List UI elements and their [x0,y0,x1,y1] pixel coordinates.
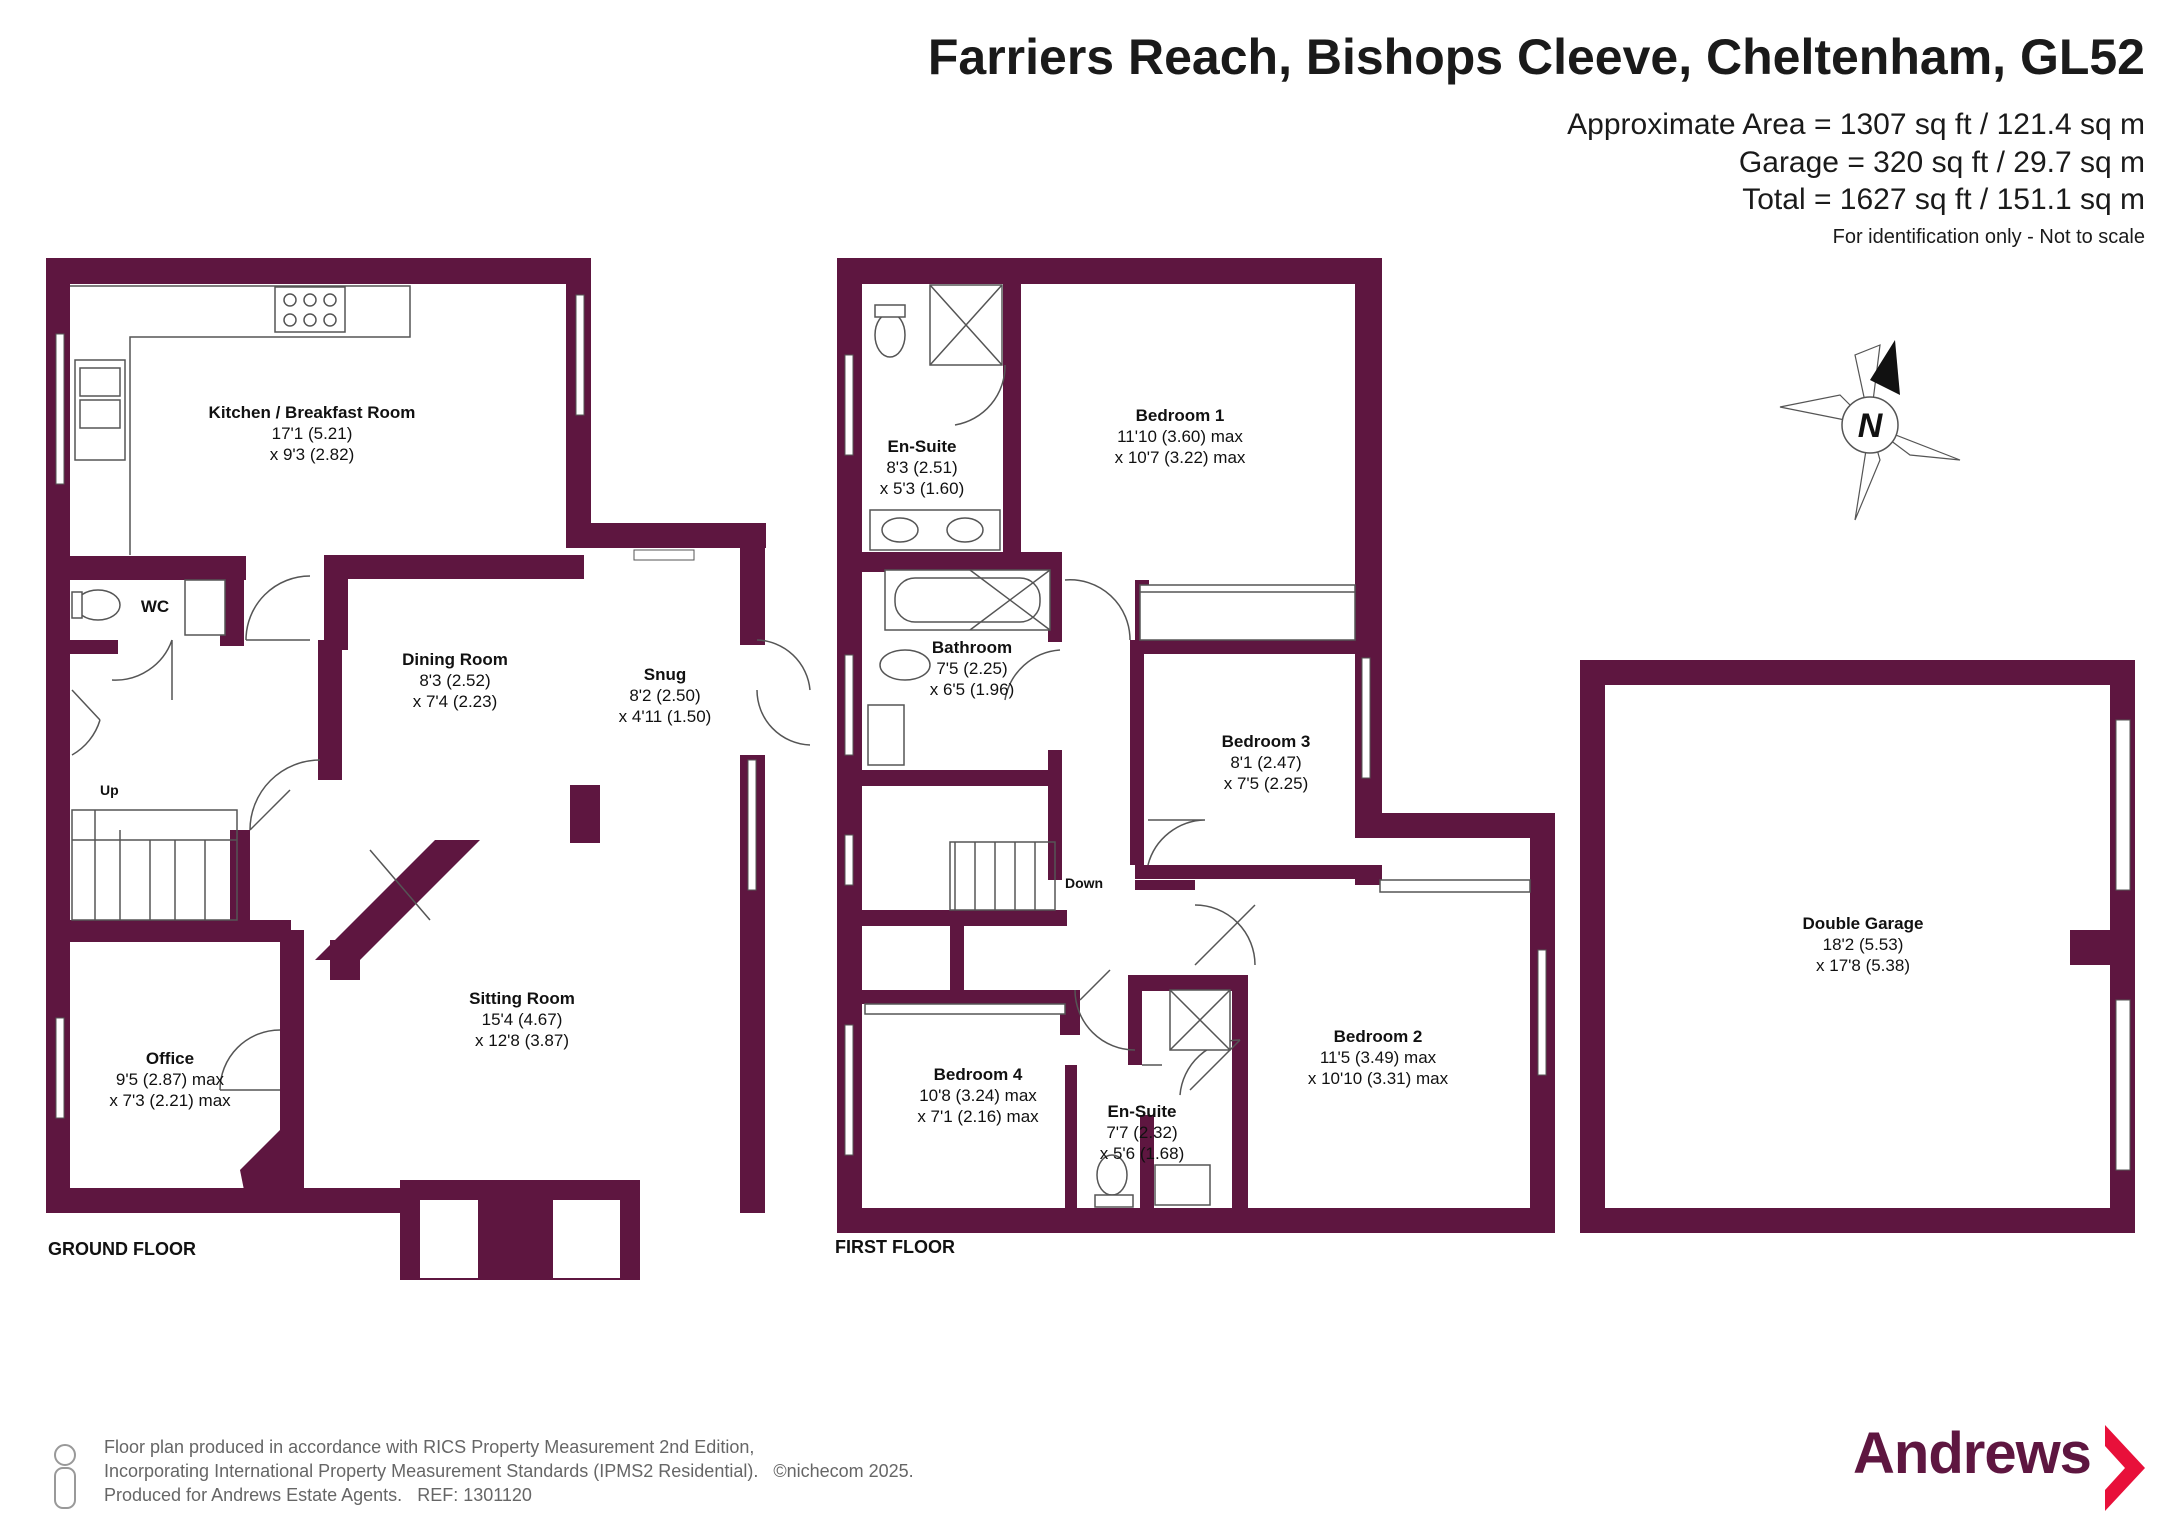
compass: N [1779,340,1961,521]
footer-line2: Incorporating International Property Mea… [104,1461,759,1481]
garage-plan [1580,660,2135,1233]
bathroom-name: Bathroom [932,638,1012,657]
bedroom1-name: Bedroom 1 [1136,406,1225,425]
footer-ref: REF: 1301120 [417,1485,532,1505]
brand-chevron-icon [2105,1425,2145,1511]
bedroom4-dim1: 10'8 (3.24) max [919,1086,1037,1105]
garage-dim1: 18'2 (5.53) [1823,935,1904,954]
total-area: Total = 1627 sq ft / 151.1 sq m [1742,183,2145,216]
ground-floor-label: GROUND FLOOR [48,1239,196,1259]
person-icon [54,1444,76,1509]
bedroom4-name: Bedroom 4 [934,1065,1023,1084]
bedroom3-dim1: 8'1 (2.47) [1230,753,1301,772]
ensuite2-dim2: x 5'6 (1.68) [1100,1144,1185,1163]
dining-name: Dining Room [402,650,508,669]
stairs-down-label: Down [1065,875,1103,891]
footer-line1: Floor plan produced in accordance with R… [104,1437,755,1457]
first-floor-stairs [949,841,1056,911]
wc-name: WC [141,597,169,616]
ensuite1-name: En-Suite [888,437,957,456]
dining-dim2: x 7'4 (2.23) [413,692,498,711]
stairs-up-label: Up [100,782,119,798]
approximate-area: Approximate Area = 1307 sq ft / 121.4 sq… [1567,108,2145,141]
bedroom3-dim2: x 7'5 (2.25) [1224,774,1309,793]
bedroom2-dim1: 11'5 (3.49) max [1320,1048,1437,1067]
garage-dim2: x 17'8 (5.38) [1816,956,1910,975]
bedroom4-dim2: x 7'1 (2.16) max [917,1107,1039,1126]
ensuite2-name: En-Suite [1108,1102,1177,1121]
kitchen-name: Kitchen / Breakfast Room [209,403,416,422]
compass-north-label: N [1858,407,1884,445]
bedroom1-dim2: x 10'7 (3.22) max [1115,448,1246,467]
bathroom-dim2: x 6'5 (1.96) [930,680,1015,699]
footer-text: Floor plan produced in accordance with R… [104,1435,914,1507]
garage-area: Garage = 320 sq ft / 29.7 sq m [1738,146,2145,179]
ground-floor-plan [46,258,811,1280]
first-floor-label: FIRST FLOOR [835,1237,955,1257]
snug-dim2: x 4'11 (1.50) [619,707,712,726]
kitchen-dim2: x 9'3 (2.82) [270,445,355,464]
bedroom2-name: Bedroom 2 [1334,1027,1423,1046]
snug-dim1: 8'2 (2.50) [629,686,700,705]
dining-dim1: 8'3 (2.52) [419,671,490,690]
sitting-dim2: x 12'8 (3.87) [475,1031,569,1050]
bedroom1-dim1: 11'10 (3.60) max [1117,427,1243,446]
garage-name: Double Garage [1803,914,1924,933]
page-title: Farriers Reach, Bishops Cleeve, Cheltenh… [927,29,2145,85]
bedroom3-name: Bedroom 3 [1222,732,1311,751]
ensuite1-dim2: x 5'3 (1.60) [880,479,965,498]
ensuite1-dim1: 8'3 (2.51) [886,458,957,477]
first-floor-plan [837,258,1555,1233]
sitting-name: Sitting Room [469,989,575,1008]
kitchen-dim1: 17'1 (5.21) [272,424,353,443]
office-dim1: 9'5 (2.87) max [116,1070,225,1089]
footer-line3: Produced for Andrews Estate Agents. [104,1485,403,1505]
brand-logo-text: Andrews [1853,1421,2092,1486]
ground-floor-stairs [71,809,238,921]
footer-copyright: ©nichecom 2025. [773,1461,914,1481]
office-dim2: x 7'3 (2.21) max [109,1091,231,1110]
sitting-dim1: 15'4 (4.67) [482,1010,563,1029]
bathroom-dim1: 7'5 (2.25) [936,659,1007,678]
ensuite2-dim1: 7'7 (2.32) [1106,1123,1177,1142]
disclaimer-note: For identification only - Not to scale [1832,226,2145,248]
snug-name: Snug [644,665,687,684]
office-name: Office [146,1049,194,1068]
bedroom2-dim2: x 10'10 (3.31) max [1308,1069,1449,1088]
